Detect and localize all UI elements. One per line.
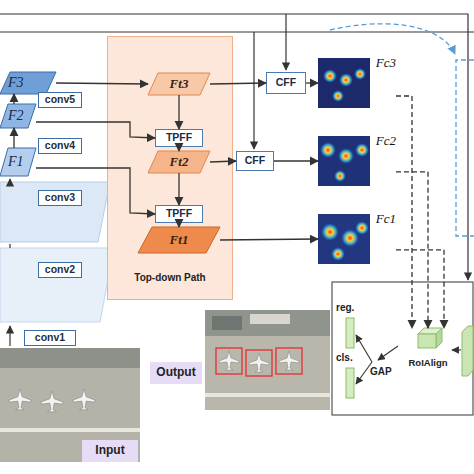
- node-label: Input: [95, 444, 124, 457]
- node-label: F1: [8, 154, 24, 169]
- fusion-box: CFF: [266, 72, 306, 94]
- heatmap: [318, 58, 370, 108]
- arrow: [452, 349, 461, 350]
- output-branch-label: cls.: [336, 352, 353, 363]
- layer-outline: [148, 151, 210, 173]
- output-branch-label: reg.: [336, 302, 354, 313]
- output-label: Output: [150, 362, 202, 384]
- node-label: CFF: [245, 155, 265, 167]
- node-label: conv4: [45, 140, 75, 152]
- fc-bar: [346, 318, 354, 348]
- fusion-box: TPFF: [155, 129, 203, 147]
- connector: [13, 128, 14, 148]
- node-label: Ft1: [170, 233, 189, 247]
- feature-layer: Ft1: [138, 227, 220, 253]
- node-label: conv3: [45, 192, 75, 204]
- layer-outline: [0, 148, 36, 176]
- dashed-connector: [396, 250, 444, 328]
- heatmap-feature: Fc1: [318, 212, 396, 266]
- node-label: F3: [8, 75, 24, 90]
- feature-block: [462, 326, 473, 376]
- heatmap: [318, 214, 370, 264]
- heatmap-feature: Fc2: [318, 134, 396, 188]
- layer-outline: [0, 72, 56, 94]
- skip-line: [285, 14, 286, 70]
- up-arrow: [9, 179, 10, 182]
- feature-layer: Ft2: [148, 151, 210, 173]
- node-label: conv1: [35, 332, 65, 344]
- node-label: Fc3: [376, 56, 396, 70]
- conv-block: conv3: [38, 190, 82, 206]
- feature-layer: F1: [0, 148, 36, 176]
- node-label: TPFF: [166, 208, 192, 220]
- fc-bar: [346, 368, 354, 398]
- conv-block: conv4: [38, 138, 82, 154]
- backbone-layer: [0, 182, 110, 242]
- connector: [220, 239, 318, 240]
- node-label: Fc2: [376, 134, 396, 148]
- input-label: Input: [82, 440, 138, 462]
- skip-line: [0, 31, 474, 32]
- layer-outline: [148, 73, 210, 95]
- feature-layer: F3: [0, 72, 56, 94]
- arrow: [356, 362, 372, 384]
- heatmap-feature: Fc3: [318, 56, 396, 110]
- connector: [13, 94, 14, 104]
- node-label: F2: [8, 108, 24, 123]
- dashed-connector: [396, 96, 412, 328]
- roialign-block: RoIAlign: [398, 328, 458, 368]
- node-label: CFF: [276, 77, 296, 89]
- roi-cube: [418, 328, 442, 348]
- input-image: [0, 348, 140, 462]
- node-label: conv2: [45, 264, 75, 276]
- node-label: conv5: [45, 94, 75, 106]
- feature-layer: Ft3: [148, 73, 210, 95]
- head-box: [332, 282, 473, 415]
- node-label: Ft3: [170, 77, 189, 91]
- node-label: Output: [156, 366, 195, 379]
- backbone-layer: [0, 248, 114, 322]
- fusion-box: CFF: [236, 151, 274, 171]
- conv-block: conv5: [38, 92, 82, 108]
- up-arrow: [9, 244, 10, 248]
- pooling-label: GAP: [370, 366, 392, 377]
- heatmap: [318, 136, 370, 186]
- node-label: Top-down Path: [134, 272, 205, 283]
- connector: [306, 82, 318, 83]
- node-label: Fc1: [376, 212, 396, 226]
- up-arrow: [9, 326, 10, 346]
- arrow: [378, 346, 398, 360]
- fusion-box: TPFF: [155, 205, 203, 223]
- dashed-connector: [396, 172, 428, 328]
- node-label: TPFF: [166, 132, 192, 144]
- node-label: RoIAlign: [408, 358, 447, 368]
- top-down-panel: Top-down PathFt3TPFFFt2TPFFFt1: [107, 36, 233, 300]
- conv-block: conv1: [24, 330, 76, 346]
- arrow: [356, 335, 372, 362]
- dashed-box: [456, 60, 474, 236]
- layer-outline: [138, 227, 220, 253]
- output-image: [205, 310, 330, 410]
- conv-block: conv2: [38, 262, 82, 278]
- skip-line: [0, 14, 468, 280]
- dashed-arrow: [330, 24, 455, 54]
- feature-layer: F2: [0, 104, 36, 128]
- connector: [274, 160, 318, 161]
- layer-outline: [0, 104, 36, 128]
- node-label: Ft2: [170, 155, 189, 169]
- skip-line: [253, 32, 254, 149]
